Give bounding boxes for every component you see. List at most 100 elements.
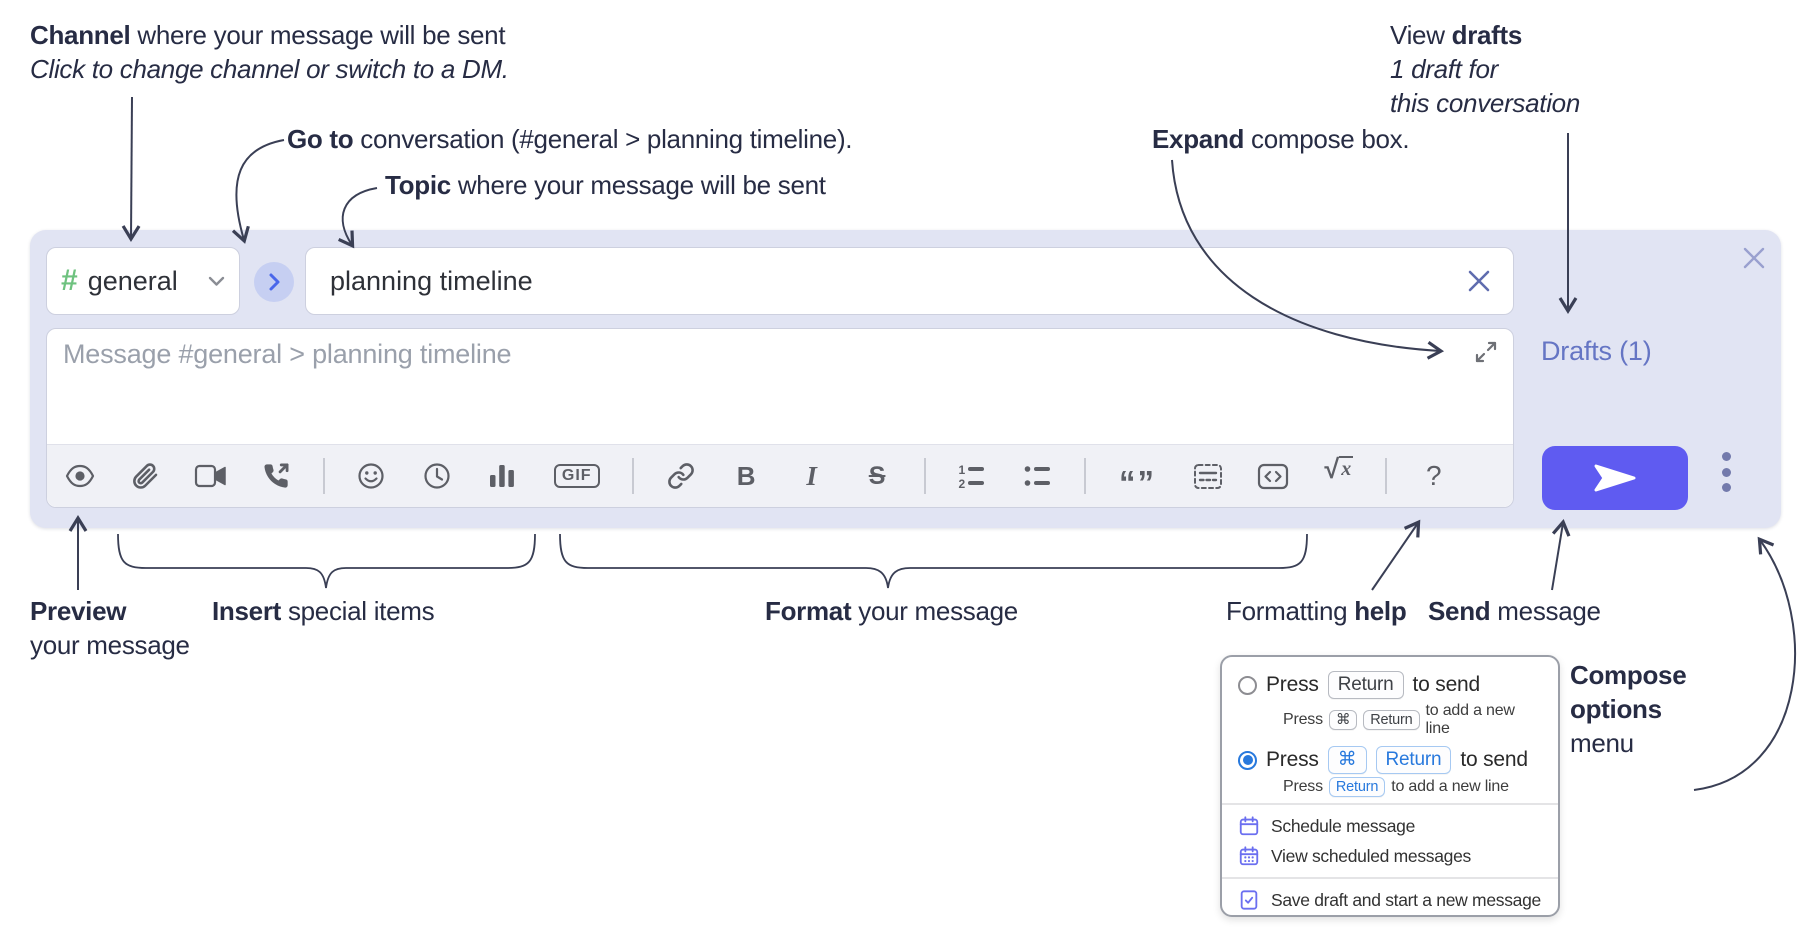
cmd-key: ⌘ xyxy=(1327,746,1367,774)
return-key: Return xyxy=(1327,671,1404,699)
cmd-key: ⌘ xyxy=(1328,709,1358,731)
bulleted-list-icon[interactable] xyxy=(1019,456,1057,496)
schedule-message-item[interactable]: Schedule message xyxy=(1238,811,1542,841)
quote-glyphs: “” xyxy=(1118,463,1156,501)
toolbar-divider xyxy=(1385,458,1388,494)
code-icon[interactable] xyxy=(1254,456,1292,496)
message-formatting-help-icon[interactable]: ? xyxy=(1425,460,1442,491)
to-send-label: to send xyxy=(1460,748,1528,771)
calendar-grid-icon xyxy=(1239,846,1259,866)
format-brace xyxy=(559,533,1308,589)
compose-options-line2: options xyxy=(1570,694,1662,724)
ellipsis-dot xyxy=(1721,483,1731,492)
save-draft-item[interactable]: Save draft and start a new message xyxy=(1238,885,1542,915)
voice-call-icon[interactable] xyxy=(257,456,295,496)
toolbar-divider xyxy=(923,458,926,494)
toolbar-divider xyxy=(1083,458,1086,494)
topic-annotation: Topic where your message will be sent xyxy=(385,168,826,202)
channel-arrow xyxy=(121,96,141,243)
expand-annotation: Expand compose box. xyxy=(1152,122,1410,156)
file-check-icon xyxy=(1240,890,1258,910)
calendar-icon xyxy=(1239,816,1259,836)
go-to-conversation-button[interactable] xyxy=(254,262,294,302)
gif-icon[interactable]: GIF xyxy=(549,456,605,496)
send-option-return[interactable]: Press Return to send xyxy=(1238,669,1542,701)
topic-field-container xyxy=(305,247,1514,315)
channel-annotation-bold: Channel xyxy=(30,20,131,50)
channel-annotation-rest: where your message will be sent xyxy=(130,20,506,50)
compose-options-icon[interactable] xyxy=(1720,452,1732,492)
poll-icon[interactable] xyxy=(483,456,521,496)
press-label: Press xyxy=(1283,711,1323,728)
radio-unselected[interactable] xyxy=(1238,675,1257,695)
strikethrough-icon[interactable]: S xyxy=(868,461,886,490)
send-button[interactable] xyxy=(1542,446,1688,510)
insert-brace xyxy=(117,533,536,589)
chevron-right-icon xyxy=(269,273,280,291)
format-annotation-bold: Format xyxy=(765,596,852,626)
view-scheduled-messages-item[interactable]: View scheduled messages xyxy=(1238,841,1542,871)
schedule-message-label: Schedule message xyxy=(1271,815,1416,836)
press-label: Press xyxy=(1266,673,1319,696)
send-arrow xyxy=(1551,519,1571,591)
topic-annotation-rest: where your message will be sent xyxy=(450,170,826,200)
video-call-icon[interactable] xyxy=(192,456,230,496)
return-key: Return xyxy=(1328,777,1386,798)
gif-label: GIF xyxy=(553,464,600,488)
channel-selector[interactable]: # general xyxy=(46,247,240,315)
spoiler-icon[interactable] xyxy=(1189,456,1227,496)
svg-text:2: 2 xyxy=(959,477,966,490)
time-icon[interactable] xyxy=(418,456,456,496)
ellipsis-dot xyxy=(1721,452,1731,461)
send-options-popup: Press Return to send Press ⌘ Return to a… xyxy=(1220,655,1560,917)
view-drafts-annotation: View drafts 1 draft for this conversatio… xyxy=(1390,18,1580,120)
return-key: Return xyxy=(1375,746,1452,774)
send-annotation-rest: message xyxy=(1490,596,1601,626)
close-compose-icon[interactable] xyxy=(1740,244,1768,272)
insert-annotation-bold: Insert xyxy=(212,596,282,626)
link-icon[interactable] xyxy=(662,456,700,496)
popup-divider xyxy=(1222,803,1558,806)
math-var-glyph: x xyxy=(1339,456,1354,480)
channel-annotation-line2: Click to change channel or switch to a D… xyxy=(30,54,509,84)
preview-annotation-bold: Preview xyxy=(30,596,127,626)
preview-annotation: Preview your message xyxy=(30,594,190,662)
press-label: Press xyxy=(1266,748,1319,771)
toolbar-divider xyxy=(632,458,635,494)
press-label: Press xyxy=(1283,778,1323,796)
preview-icon[interactable] xyxy=(61,456,99,496)
radio-selected[interactable] xyxy=(1238,750,1257,770)
popup-divider xyxy=(1222,877,1558,880)
expand-compose-icon[interactable] xyxy=(1473,339,1499,365)
italic-icon[interactable]: I xyxy=(806,460,817,491)
goto-annotation: Go to conversation (#general > planning … xyxy=(287,122,853,156)
topic-input[interactable] xyxy=(306,265,1513,297)
formatting-help-bold: help xyxy=(1354,596,1407,626)
drafts-link[interactable]: Drafts (1) xyxy=(1541,336,1652,366)
toolbar-divider xyxy=(322,458,325,494)
channel-annotation: Channel where your message will be sent … xyxy=(30,18,509,86)
send-option-cmd-return[interactable]: Press ⌘ Return to send xyxy=(1238,744,1542,776)
math-icon[interactable]: √x xyxy=(1320,456,1358,496)
insert-annotation-rest: special items xyxy=(281,596,435,626)
topic-annotation-bold: Topic xyxy=(385,170,451,200)
view-drafts-line3: this conversation xyxy=(1390,88,1581,118)
message-area[interactable]: Message #general > planning timeline xyxy=(46,328,1514,508)
compose-options-line1: Compose xyxy=(1570,660,1687,690)
clear-topic-icon[interactable] xyxy=(1466,268,1492,294)
goto-annotation-rest: conversation (#general > planning timeli… xyxy=(353,124,853,154)
goto-annotation-bold: Go to xyxy=(287,124,354,154)
formatting-help-pre: Formatting xyxy=(1226,596,1355,626)
numbered-list-icon[interactable]: 1 2 xyxy=(953,456,991,496)
attach-file-icon[interactable] xyxy=(126,456,164,496)
help-arrow xyxy=(1371,519,1421,591)
send-option-return-sub: Press ⌘ Return to add a new line xyxy=(1283,702,1542,738)
bold-icon[interactable]: B xyxy=(736,460,756,491)
view-scheduled-label: View scheduled messages xyxy=(1271,845,1471,866)
return-key: Return xyxy=(1363,709,1420,731)
quote-icon[interactable]: “” xyxy=(1113,456,1161,501)
ellipsis-dot xyxy=(1721,467,1731,477)
format-annotation: Format your message xyxy=(765,594,1018,628)
format-annotation-rest: your message xyxy=(851,596,1018,626)
emoji-icon[interactable] xyxy=(352,456,390,496)
